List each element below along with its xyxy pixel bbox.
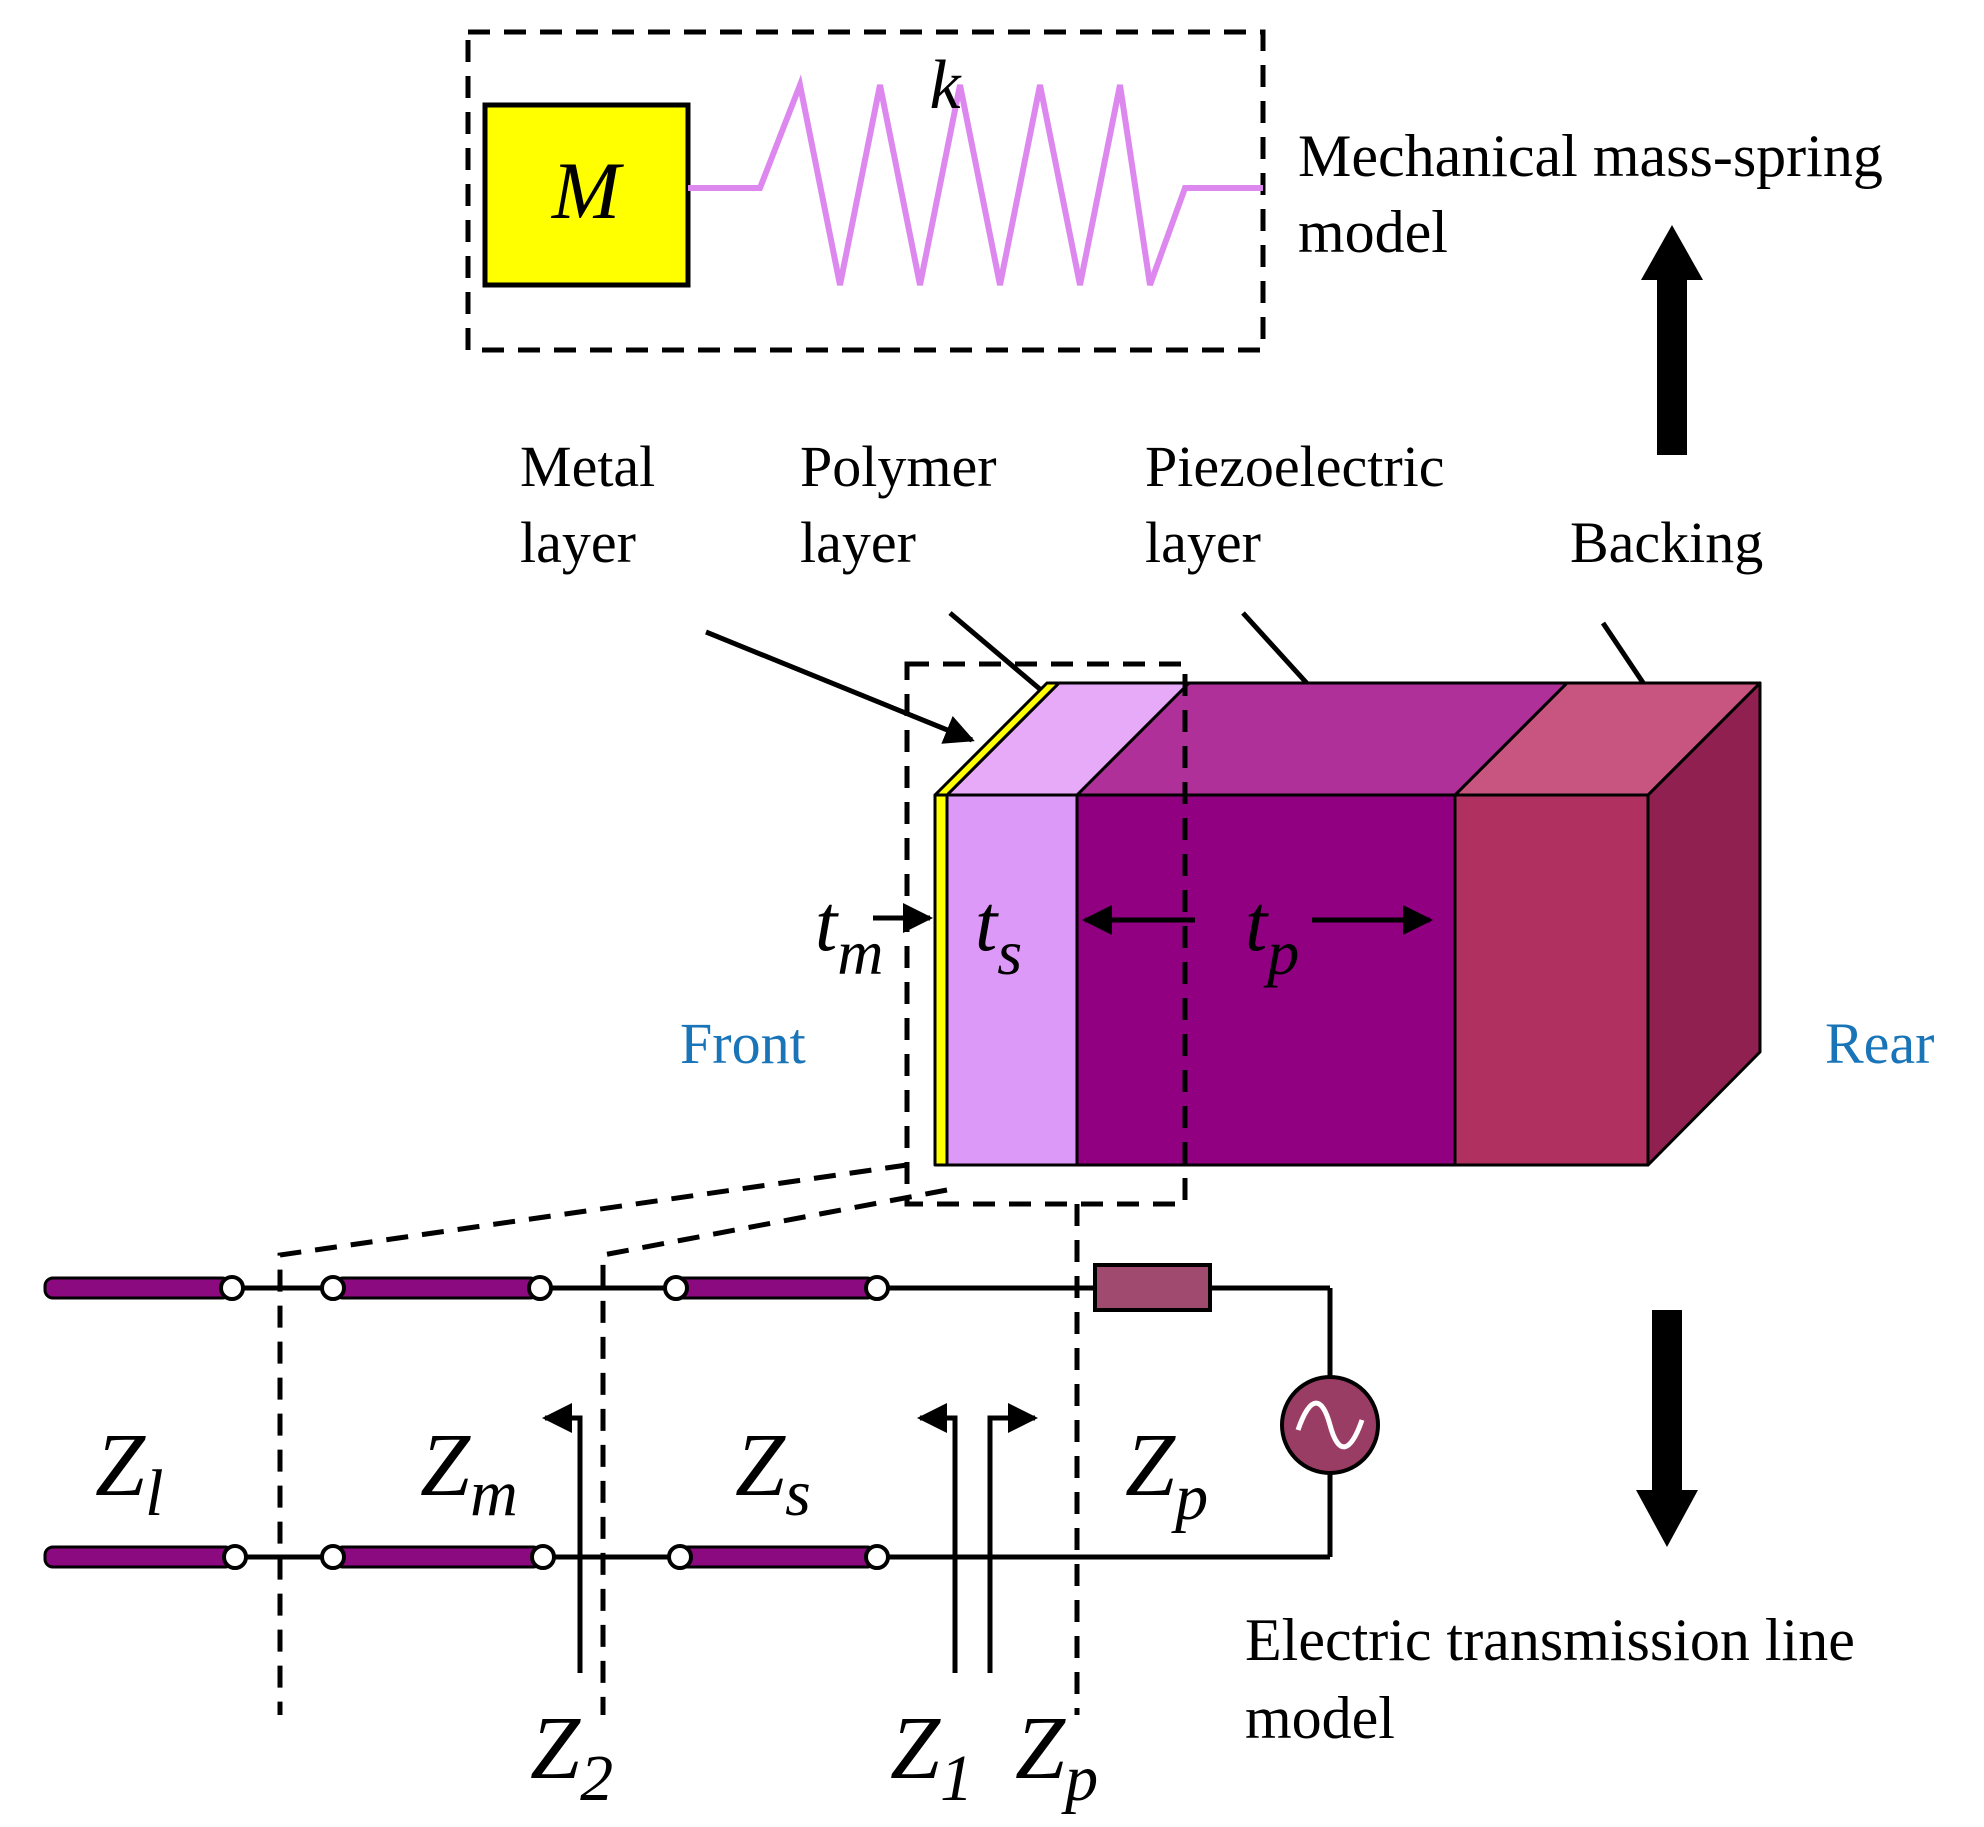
line-segment-zs-bottom — [678, 1545, 877, 1569]
piezo-front-face — [1075, 793, 1457, 1167]
ac-source-icon — [1280, 1375, 1380, 1475]
transmission-caption-line1: Electric transmission line — [1245, 1607, 1855, 1673]
zm-label: Zm — [420, 1416, 518, 1530]
metal-layer-label-line1: Metal — [520, 434, 655, 499]
zp-bottom-label: Zp — [1015, 1699, 1098, 1815]
spring-constant-label: k — [929, 47, 962, 124]
mass-block — [482, 102, 691, 288]
transmission-line-circuit — [43, 1263, 1380, 1570]
metal-layer-label-line2: layer — [520, 510, 636, 575]
metal-pointer-arrow — [705, 629, 975, 744]
resistor — [1093, 1263, 1212, 1312]
line-segment-zl-bottom — [43, 1545, 235, 1569]
line-segment-zm-bottom — [333, 1545, 543, 1569]
zoom-dashed-box — [904, 661, 1188, 1207]
line-segment-zl-top — [43, 1276, 232, 1300]
piezoelectric-layer-label-line1: Piezoelectric — [1145, 434, 1445, 499]
tm-label: tm — [815, 880, 883, 988]
z1-label: Z1 — [890, 1699, 973, 1815]
backing-label: Backing — [1570, 510, 1763, 575]
transmission-caption-line2: model — [1245, 1685, 1395, 1751]
polymer-layer-label-line2: layer — [800, 510, 916, 575]
metal-front-face — [933, 793, 949, 1167]
mass-label: M — [551, 145, 625, 236]
zs-label: Zs — [735, 1416, 811, 1530]
polymer-layer-label-line1: Polymer — [800, 434, 997, 499]
zl-label: Zl — [95, 1416, 163, 1530]
mass-spring-caption-line1: Mechanical mass-spring — [1298, 123, 1883, 189]
line-segment-zs-top — [673, 1276, 877, 1300]
line-segment-zm-top — [333, 1276, 540, 1300]
tp-label: tp — [1245, 880, 1299, 988]
mass-spring-caption-line2: model — [1298, 199, 1448, 265]
ts-label: ts — [975, 880, 1022, 988]
piezoelectric-layer-label-line2: layer — [1145, 510, 1261, 575]
impedance-reference-arrows — [542, 1403, 1038, 1673]
polymer-front-face — [945, 793, 1079, 1167]
arrow-up-icon — [1641, 225, 1703, 455]
backing-front-face — [1453, 793, 1650, 1167]
layered-block — [933, 681, 1762, 1167]
spring — [688, 74, 1263, 287]
front-label: Front — [680, 1011, 806, 1076]
rear-label: Rear — [1825, 1011, 1935, 1076]
arrow-down-icon — [1636, 1310, 1698, 1547]
z2-label: Z2 — [530, 1699, 613, 1815]
zp-label: Zp — [1125, 1416, 1208, 1534]
